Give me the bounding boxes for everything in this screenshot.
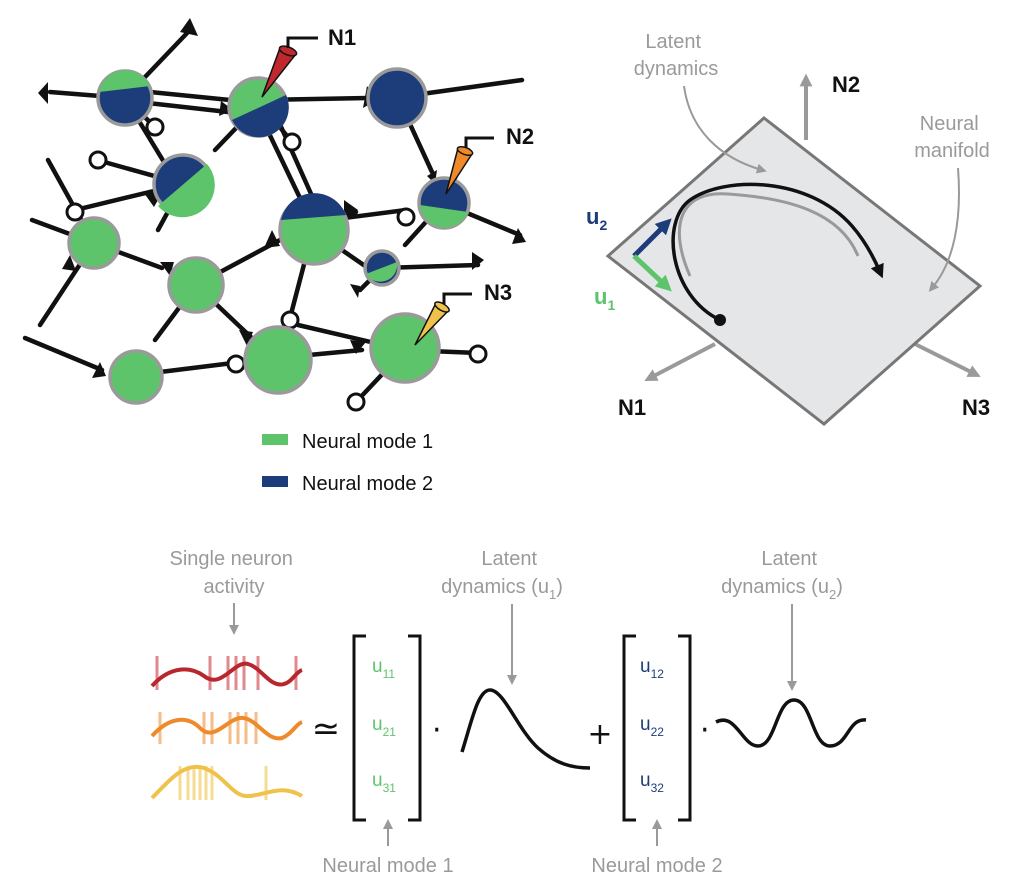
legend-label-mode2: Neural mode 2 (302, 473, 433, 495)
mode2-u32: u32 (640, 770, 664, 795)
probe-label-n3: N3 (484, 280, 512, 305)
neural-manifold-pointer (928, 167, 960, 292)
trajectory (671, 182, 884, 322)
bracket-left-2 (622, 634, 636, 822)
probe-n2: N2 (445, 124, 534, 195)
bracket-right-2 (678, 634, 692, 822)
equation: Single neuron activity (150, 548, 867, 877)
dot-2: · (700, 713, 710, 748)
trajectory-shadow (677, 192, 860, 277)
dot-1: · (432, 713, 442, 748)
mode1-vector: u11 u21 u31 (352, 634, 422, 822)
mode2-u12: u12 (640, 656, 664, 681)
neuron-a (96, 69, 154, 127)
neuron-b (227, 76, 289, 138)
probe-label-n1: N1 (328, 25, 356, 50)
latent1-label: Latent dynamics (u1) (441, 548, 563, 602)
axis-n1-arrow (644, 342, 716, 381)
bracket-right-1 (408, 634, 422, 822)
vector-u2-arrow (632, 218, 672, 258)
vector-u2-label: u2 (586, 204, 607, 233)
neuron-trace-2 (150, 712, 303, 744)
mode1-u31: u31 (372, 770, 396, 795)
approx-symbol: ≃ (312, 709, 341, 749)
axis-label-n1: N1 (618, 395, 646, 420)
neurons (67, 67, 471, 405)
legend-label-mode1: Neural mode 1 (302, 431, 433, 453)
trajectory-start (714, 314, 726, 326)
vector-u1-arrow (632, 254, 672, 292)
legend-swatch-mode1 (262, 434, 288, 445)
legend-swatch-mode2 (262, 476, 288, 487)
vector-u1-label: u1 (594, 284, 615, 313)
mode1-u11: u11 (372, 656, 395, 681)
neural-manifold-label: Neural manifold (914, 113, 990, 162)
neuron-j (243, 325, 313, 395)
neuron-i (363, 249, 401, 287)
manifold-diagram: u2 u1 N2 N1 N3 Latent dynamics Neural ma… (586, 31, 990, 426)
neuron-trace-1 (150, 656, 303, 690)
neural-network: N1 N2 N3 (22, 18, 534, 412)
latent-dynamics-label: Latent dynamics (634, 31, 718, 80)
legend: Neural mode 1 Neural mode 2 (262, 431, 433, 495)
neuron-g (67, 216, 121, 270)
latent2-curve (715, 698, 867, 748)
neuron-e (417, 176, 471, 230)
neuron-d (152, 153, 215, 218)
single-neuron-label: Single neuron activity (170, 548, 299, 598)
mode2-vector: u12 u22 u32 (622, 634, 692, 822)
probe-label-n2: N2 (506, 124, 534, 149)
probe-n1: N1 (261, 25, 356, 98)
mode2-caption: Neural mode 2 (591, 855, 722, 877)
neuron-h (167, 256, 225, 314)
latent1-curve (460, 688, 591, 770)
axis-label-n3: N3 (962, 395, 990, 420)
latent-dynamics-pointer (683, 85, 767, 174)
latent2-label: Latent dynamics (u2) (721, 548, 843, 602)
mode1-caption: Neural mode 1 (322, 855, 453, 877)
mode2-u22: u22 (640, 714, 664, 739)
axis-n3-arrow (914, 342, 981, 377)
bracket-left-1 (352, 634, 366, 822)
mode1-u21: u21 (372, 714, 396, 739)
neuron-c (366, 67, 428, 129)
neuron-f (278, 193, 350, 266)
dendrite-endings (65, 117, 488, 412)
probe-n3: N3 (414, 280, 512, 346)
plus-symbol: + (587, 717, 612, 752)
manifold-plane (605, 116, 983, 426)
axis-label-n2: N2 (832, 72, 860, 97)
neuron-trace-3 (150, 764, 304, 800)
neuron-l (108, 349, 164, 405)
